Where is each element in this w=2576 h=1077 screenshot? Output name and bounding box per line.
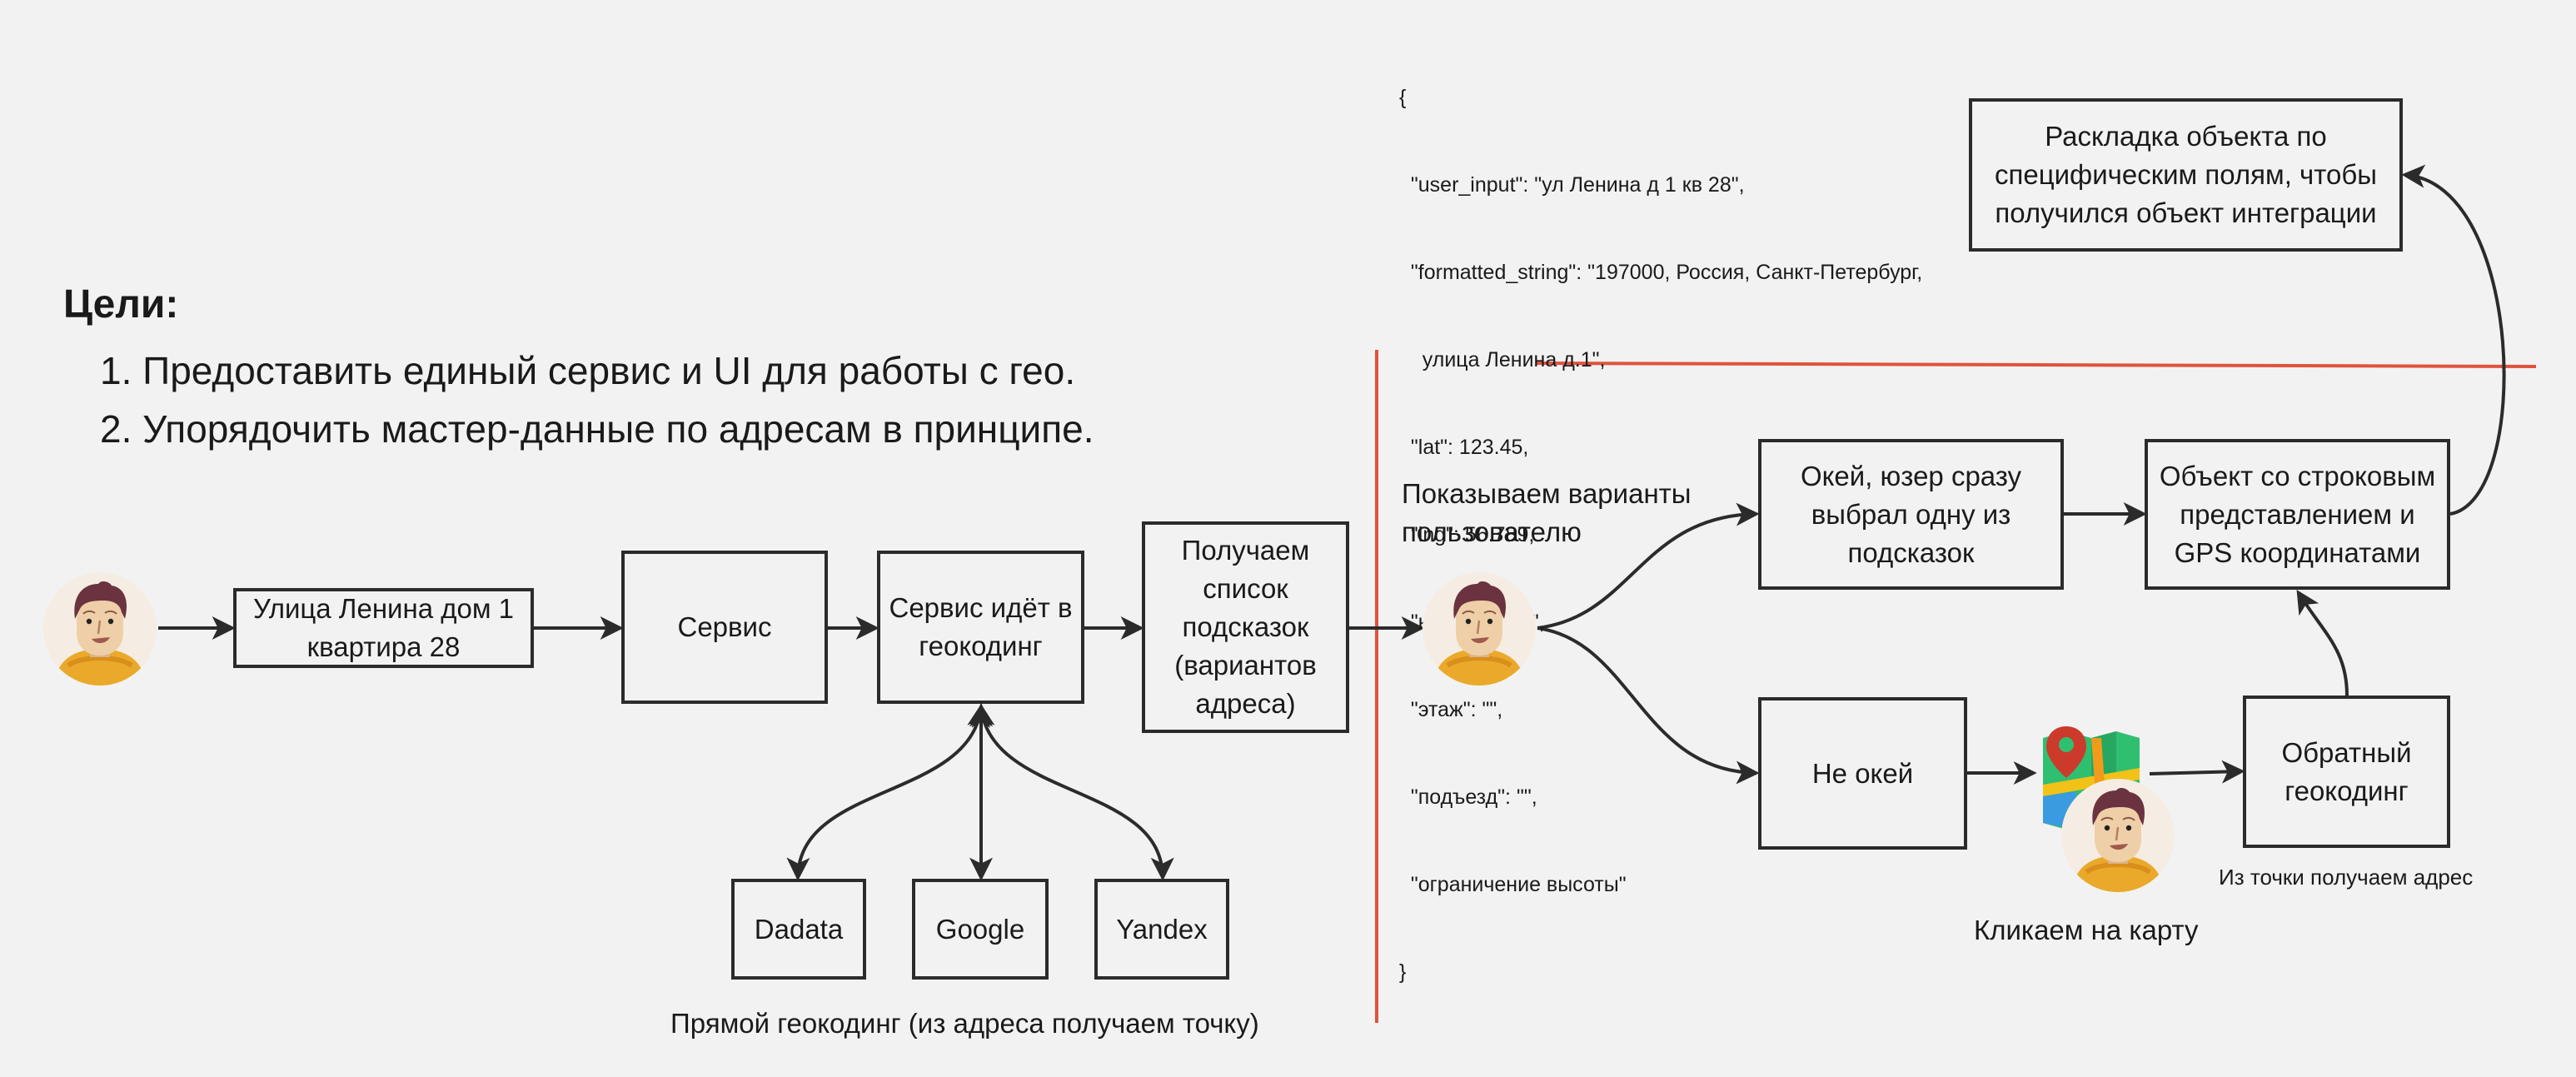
provider-dadata-box: Dadata xyxy=(731,879,866,980)
forward-geocoding-caption: Прямой геокодинг (из адреса получаем точ… xyxy=(670,1008,1259,1039)
field-mapping-box: Раскладка объекта по специфическим полям… xyxy=(1969,98,2403,252)
user-avatar-icon xyxy=(1423,572,1536,686)
not-ok-text: Не окей xyxy=(1811,757,1914,789)
address-input-box: Улица Ленина дом 1 квартира 28 xyxy=(233,588,534,668)
provider-dadata-text: Dadata xyxy=(754,913,844,945)
arrow-reverse-to-object xyxy=(2296,590,2349,696)
json-line: "этаж": "", xyxy=(1399,698,1503,721)
json-line: "ограничение высоты" xyxy=(1399,873,1627,896)
goal-item: 1. Предоставить единый сервис и UI для р… xyxy=(100,349,1076,392)
provider-yandex-text: Yandex xyxy=(1116,913,1208,945)
goals-list: 1. Предоставить единый сервис и UI для р… xyxy=(100,342,1094,458)
goals-title: Цели: xyxy=(63,282,179,327)
not-ok-box: Не окей xyxy=(1758,697,1967,850)
reverse-geocoding-box: Обратный геокодинг xyxy=(2243,696,2450,848)
goal-item: 2. Упорядочить мастер-данные по адресам … xyxy=(100,407,1094,451)
show-variants-label: Показываем варианты пользователю xyxy=(1402,478,1692,547)
reverse-geocoding-caption: Из точки получаем адрес xyxy=(2219,865,2474,890)
field-mapping-text: Раскладка объекта по специфическим полям… xyxy=(1995,121,2377,228)
arrow-geocoding-yandex xyxy=(971,703,1174,881)
json-line: "подъезд": "", xyxy=(1399,785,1537,809)
json-line: улица Ленина д.1", xyxy=(1399,348,1606,371)
json-line: "formatted_string": "197000, Россия, Сан… xyxy=(1399,261,1923,284)
result-object-box: Объект со строковым представлением и GPS… xyxy=(2145,439,2450,590)
click-map-caption: Кликаем на карту xyxy=(1974,915,2199,945)
json-line: "lat": 123.45, xyxy=(1399,436,1529,459)
suggestions-box: Получаем список подсказок (вариантов адр… xyxy=(1142,521,1349,733)
service-text: Сервис xyxy=(677,611,772,642)
ok-selected-box: Окей, юзер сразу выбрал одну из подсказо… xyxy=(1758,439,2064,590)
user-avatar-icon xyxy=(2061,779,2175,892)
arrow-geocoding-dadata xyxy=(786,703,991,881)
arrow-map-to-reverse xyxy=(2149,760,2245,784)
suggestions-text: Получаем список подсказок (вариантов адр… xyxy=(1174,535,1317,719)
user-avatar-icon xyxy=(43,572,157,686)
json-example: { "user_input": "ул Ленина д 1 кв 28", "… xyxy=(1399,25,1922,1016)
result-object-text: Объект со строковым представлением и GPS… xyxy=(2159,460,2436,568)
json-line: } xyxy=(1399,960,1407,984)
service-box: Сервис xyxy=(621,551,828,704)
ok-selected-text: Окей, юзер сразу выбрал одну из подсказо… xyxy=(1800,460,2022,568)
address-input-text: Улица Ленина дом 1 квартира 28 xyxy=(252,593,515,662)
reverse-geocoding-text: Обратный геокодинг xyxy=(2281,736,2412,806)
json-line: "user_input": "ул Ленина д 1 кв 28", xyxy=(1399,173,1745,197)
json-line: { xyxy=(1399,86,1407,109)
provider-google-text: Google xyxy=(935,913,1025,945)
geocoding-service-text: Сервис идёт в геокодинг xyxy=(889,592,1073,661)
json-line: "lng": 56.789, xyxy=(1399,523,1535,546)
geocoding-service-box: Сервис идёт в геокодинг xyxy=(877,551,1084,704)
provider-google-box: Google xyxy=(912,879,1049,980)
provider-yandex-box: Yandex xyxy=(1094,879,1229,980)
